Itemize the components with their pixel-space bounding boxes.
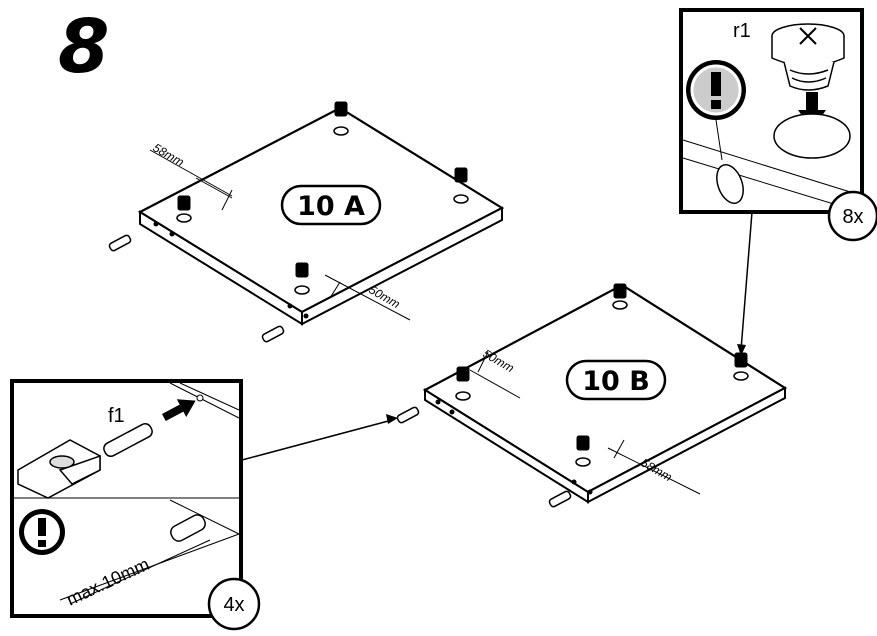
detail-box-cam: r1 8x <box>679 8 877 242</box>
right-arrow-icon <box>161 399 196 422</box>
cam-lock-icon <box>771 23 845 91</box>
dimension-58mm-10b <box>607 439 701 495</box>
step-number: 8 <box>58 4 110 90</box>
dimension-line <box>69 539 211 605</box>
callout-line <box>241 419 393 461</box>
cam-fitting-icon <box>455 283 749 467</box>
panel-label: 10 B <box>582 366 650 397</box>
bracket-icon <box>17 439 101 499</box>
dowel-icon <box>108 234 285 343</box>
hole-icon <box>773 113 851 159</box>
dimension-50mm-10a <box>324 274 411 321</box>
dowel-icon <box>103 422 153 458</box>
dimension-50mm-10b <box>469 351 521 399</box>
cam-fitting-icon <box>176 101 469 295</box>
dimension-label: 58mm <box>151 140 187 169</box>
panel-label-badge <box>565 359 667 401</box>
panel-label: 10 A <box>297 191 365 222</box>
warning-icon <box>686 60 746 120</box>
warning-icon <box>19 509 65 555</box>
panel-label-badge <box>280 184 382 226</box>
callout-line <box>740 211 753 351</box>
callout-arrow-icon <box>386 414 398 424</box>
quantity-badge <box>207 577 261 631</box>
quantity-badge <box>827 190 877 242</box>
dowel-icon <box>170 514 206 542</box>
part-label: f1 <box>108 405 125 427</box>
dowel-icon <box>396 406 572 508</box>
callout-arrow-icon <box>737 344 746 356</box>
detail-box-dowel: f1 max.10mm 4x <box>10 379 261 631</box>
quantity-label: 4x <box>223 594 244 616</box>
part-label: r1 <box>733 20 751 42</box>
quantity-label: 8x <box>842 206 863 228</box>
dimension-58mm-10a <box>149 149 233 211</box>
